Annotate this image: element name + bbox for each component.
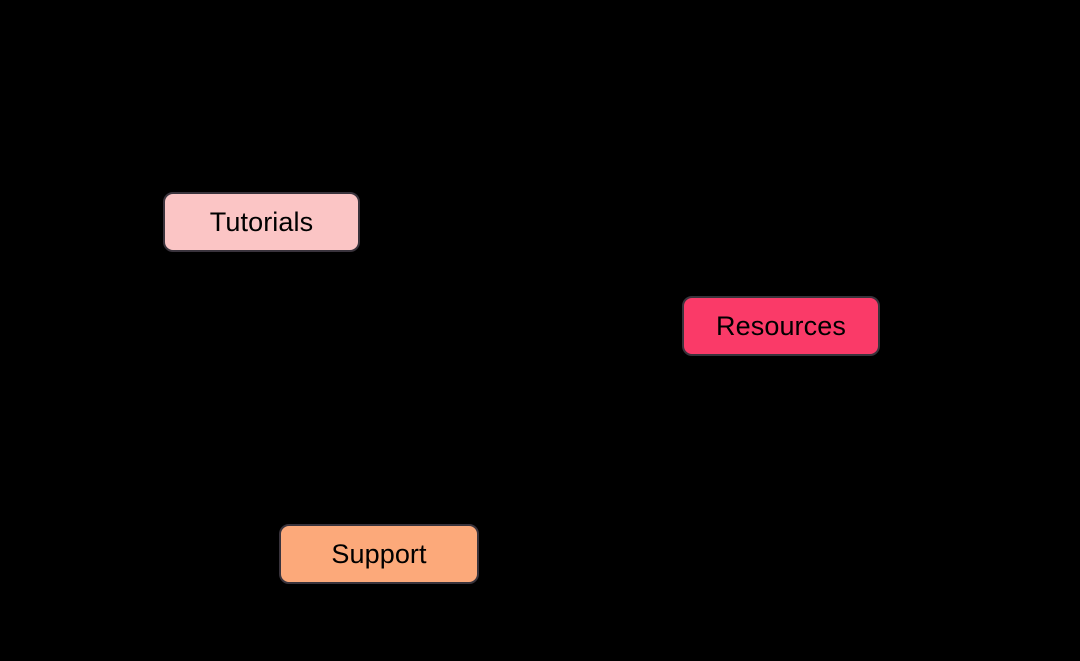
node-tutorials-label: Tutorials [209, 206, 314, 237]
node-resources-label: Resources [716, 310, 846, 341]
node-resources[interactable]: Resources [682, 296, 880, 356]
node-support-label: Support [331, 538, 427, 569]
node-support[interactable]: Support [279, 524, 479, 584]
node-tutorials[interactable]: Tutorials [163, 192, 360, 252]
